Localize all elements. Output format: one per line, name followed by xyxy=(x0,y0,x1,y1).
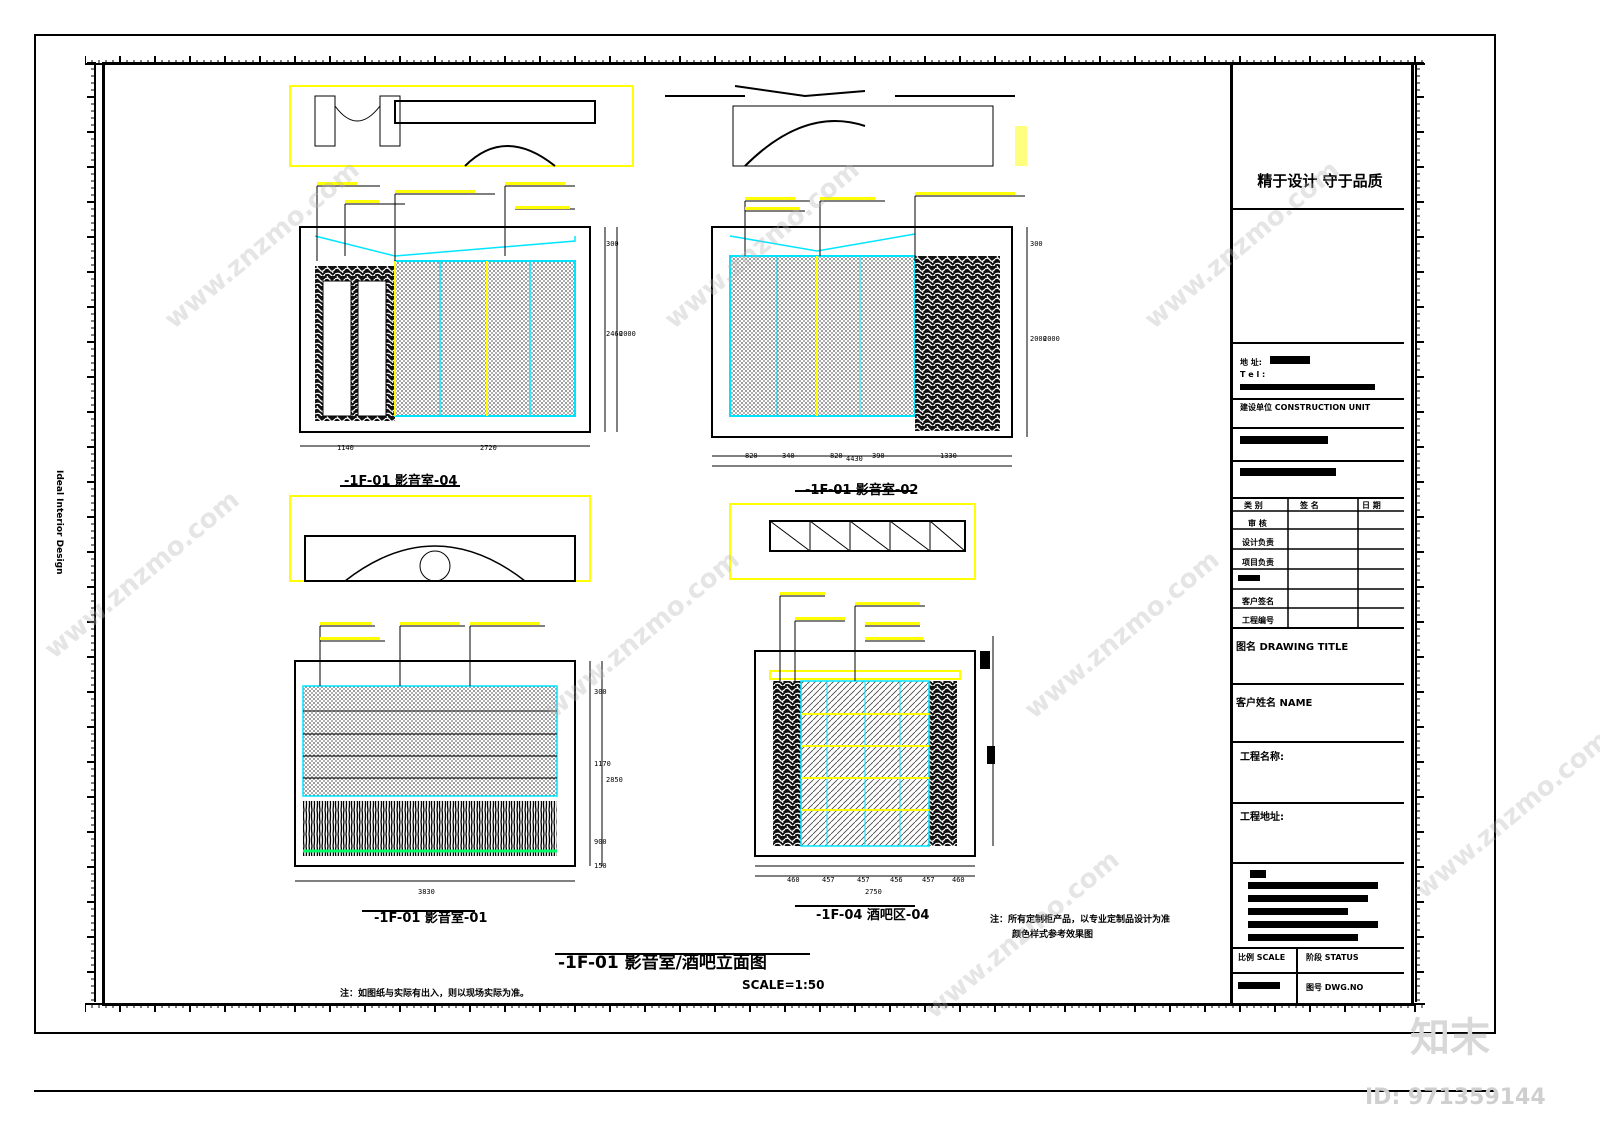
v3-dim-height-5: 150 xyxy=(594,862,607,870)
table-row-client-sign: 客户签名 xyxy=(1242,597,1274,606)
v4-dim-6: 460 xyxy=(952,876,965,884)
v1-dim-height-2: 2460 xyxy=(606,330,623,338)
drawing-title-label: 图名 DRAWING TITLE xyxy=(1236,642,1349,653)
footer-brand-logo: 知末 xyxy=(1410,1015,1490,1061)
table-header-signature: 签 名 xyxy=(1300,501,1319,510)
v1-dim-width-1: 1140 xyxy=(337,444,354,452)
table-row-review: 审 核 xyxy=(1248,519,1267,528)
v2-elevation xyxy=(711,192,1028,467)
v3-dim-width: 3830 xyxy=(418,888,435,896)
elevation-drawings xyxy=(289,85,1028,955)
v2-dim-4: 390 xyxy=(872,452,885,460)
title-block xyxy=(1230,62,1406,1006)
custom-note-2: 颜色样式参考效果图 xyxy=(1012,930,1094,940)
v3-dim-height-3: 2850 xyxy=(606,776,623,784)
table-header-category: 类 别 xyxy=(1244,501,1263,510)
view-title-1: -1F-01 影音室-04 xyxy=(344,474,458,489)
bottom-note: 注：如图纸与实际有出入，则以现场实际为准。 xyxy=(340,989,530,999)
v4-dim-total: 2750 xyxy=(865,888,882,896)
v2-dim-5: 1330 xyxy=(940,452,957,460)
v1-plan-strip xyxy=(289,85,634,167)
table-row-project-lead: 项目负责 xyxy=(1242,558,1274,567)
v1-dim-height-1: 300 xyxy=(606,240,619,248)
drawing-frame xyxy=(102,62,1414,1006)
scale-label: 比例 SCALE xyxy=(1238,953,1286,962)
v2-plan-strip xyxy=(665,85,1027,167)
custom-note-1: 注：所有定制柜产品，以专业定制品设计为准 xyxy=(990,915,1171,925)
v1-dim-height-3: 2000 xyxy=(619,330,636,338)
v3-dim-height-1: 300 xyxy=(594,688,607,696)
project-name-label: 工程名称: xyxy=(1240,752,1284,763)
v2-dim-height-1: 300 xyxy=(1030,240,1043,248)
address-label: 地 址: xyxy=(1240,358,1262,367)
table-header-date: 日 期 xyxy=(1362,501,1381,510)
tel-label: T e l : xyxy=(1240,370,1266,379)
v3-dim-height-2: 1170 xyxy=(594,760,611,768)
sign-table xyxy=(1233,497,1404,627)
v4-dim-4: 456 xyxy=(890,876,903,884)
v2-dim-2: 340 xyxy=(782,452,795,460)
v4-plan-strip xyxy=(729,503,976,580)
view-title-3: -1F-01 影音室-01 xyxy=(374,911,488,926)
side-label: Ideal Interior Design xyxy=(54,470,64,575)
table-row-design-lead: 设计负责 xyxy=(1242,538,1274,547)
v4-elevation xyxy=(754,592,995,877)
project-address-label: 工程地址: xyxy=(1240,812,1284,823)
right-ruler xyxy=(1415,62,1424,1002)
v2-dim-total: 4430 xyxy=(846,455,863,463)
v2-dim-height-3: 2000 xyxy=(1043,335,1060,343)
v4-dim-5: 457 xyxy=(922,876,935,884)
v4-dim-1: 460 xyxy=(787,876,800,884)
v4-dim-3: 457 xyxy=(857,876,870,884)
v3-dim-height-4: 900 xyxy=(594,838,607,846)
title-block-slogan: 精于设计 守于品质 xyxy=(1257,172,1383,190)
v2-dim-height-2: 2000 xyxy=(1030,335,1047,343)
v2-dim-1: 820 xyxy=(745,452,758,460)
view-title-4: -1F-04 酒吧区-04 xyxy=(816,908,930,923)
view-title-2: -1F-01 影音室-02 xyxy=(805,483,919,498)
left-ruler xyxy=(87,62,96,1002)
v1-dim-width-2: 2720 xyxy=(480,444,497,452)
v1-elevation xyxy=(299,182,618,447)
bottom-rule xyxy=(34,1090,1496,1092)
status-label: 阶段 STATUS xyxy=(1306,953,1359,962)
sheet-border xyxy=(34,34,1496,1034)
table-row-project-no: 工程编号 xyxy=(1242,616,1274,625)
construction-unit: 建设单位 CONSTRUCTION UNIT xyxy=(1240,403,1371,412)
customer-name-label: 客户姓名 NAME xyxy=(1236,698,1313,709)
v4-dim-2: 457 xyxy=(822,876,835,884)
main-title: -1F-01 影音室/酒吧立面图 xyxy=(558,953,767,973)
footer-id: ID: 971359144 xyxy=(1365,1085,1546,1110)
scale-text: SCALE=1:50 xyxy=(742,978,825,992)
v2-dim-3: 820 xyxy=(830,452,843,460)
drawing-no-label: 图号 DWG.NO xyxy=(1306,983,1364,992)
v3-elevation xyxy=(294,622,603,882)
v3-plan-strip xyxy=(289,495,591,582)
